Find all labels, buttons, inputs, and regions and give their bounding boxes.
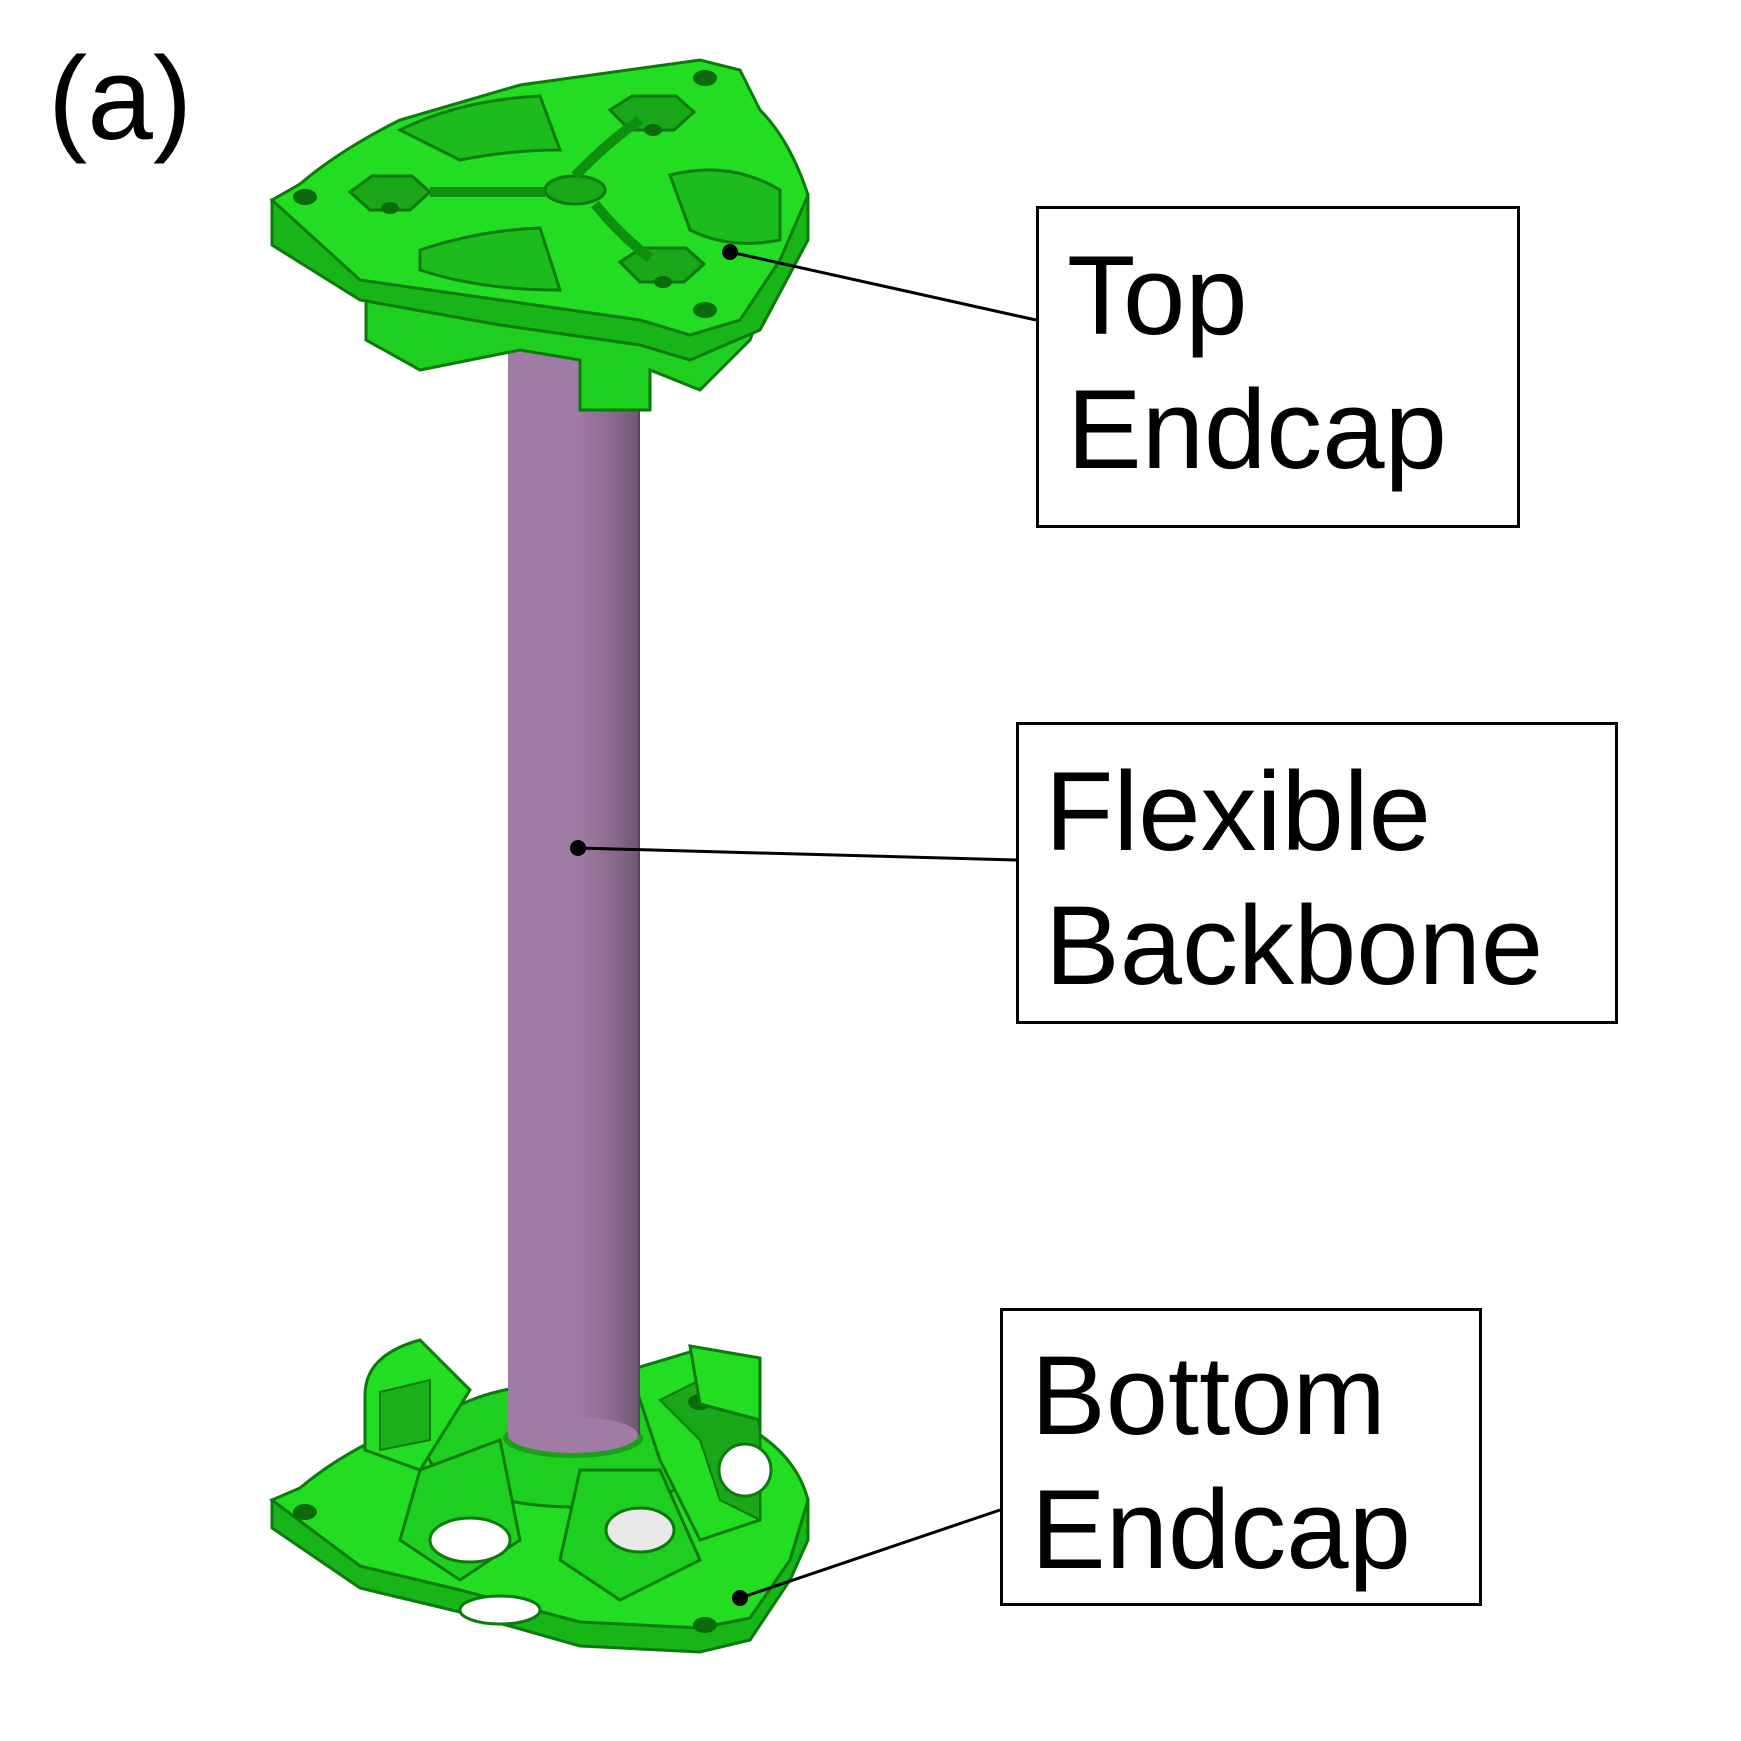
callout-top-endcap-line1: Top <box>1067 233 1248 358</box>
callout-flexible-backbone-line1: Flexible <box>1045 749 1431 874</box>
callout-bottom-endcap-line1: Bottom <box>1031 1333 1386 1458</box>
callout-flexible-backbone-line2: Backbone <box>1045 883 1544 1009</box>
leader-line-top-endcap <box>722 244 1037 322</box>
callout-bottom-endcap-line2: Endcap <box>1031 1467 1411 1593</box>
callout-bottom-endcap: Bottom Endcap <box>1000 1308 1482 1606</box>
flexible-backbone-rod <box>508 340 640 1453</box>
callout-top-endcap-line2: Endcap <box>1067 367 1447 493</box>
top-endcap-part <box>269 58 810 412</box>
callout-flexible-backbone: Flexible Backbone <box>1016 722 1618 1024</box>
leader-line-flexible-backbone <box>570 840 1017 862</box>
callout-top-endcap: Top Endcap <box>1036 206 1520 528</box>
leader-line-bottom-endcap <box>732 1508 1001 1606</box>
panel-label: (a) <box>48 33 193 165</box>
